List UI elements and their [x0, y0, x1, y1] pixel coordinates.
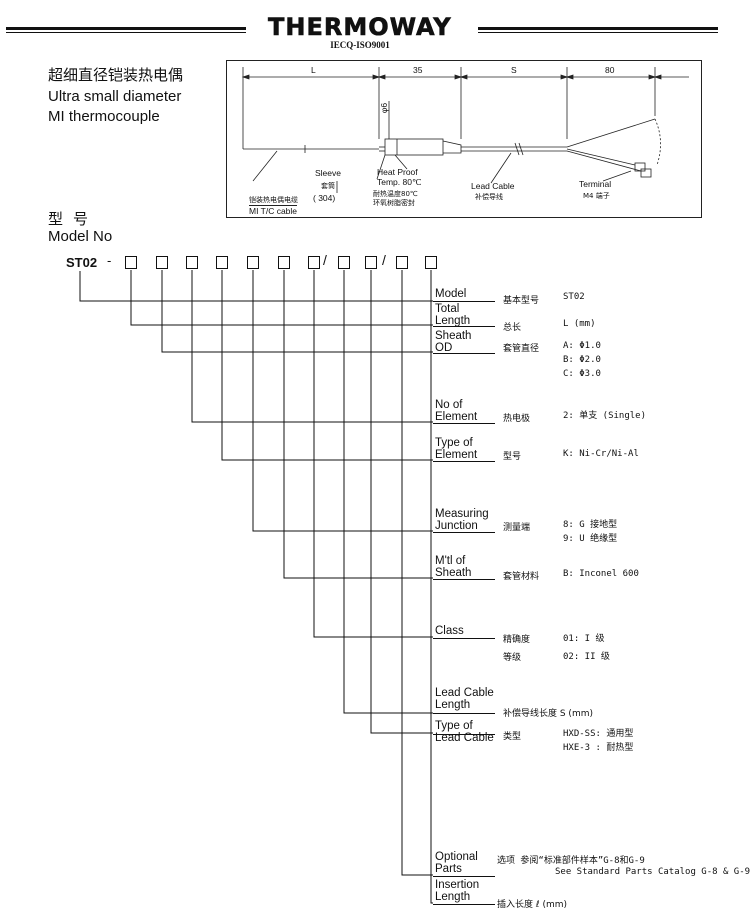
heat-proof-cn2: 环氧树脂密封: [373, 199, 415, 207]
sleeve-material: ( 304): [313, 193, 336, 203]
optional-parts-en: See Standard Parts Catalog G-8 & G-9: [555, 867, 750, 877]
field-total-length-underline: [433, 326, 495, 327]
lead-cable-label: Lead Cable: [471, 181, 515, 191]
field-mtl-of-sheath-value: B: Inconel 600: [563, 569, 639, 579]
field-optional-parts-underline: [433, 876, 495, 877]
brand-logo: THERMOWAY: [268, 13, 452, 41]
field-type-of-element-underline: [433, 461, 495, 462]
title-en-line2: MI thermocouple: [48, 108, 160, 125]
code-box-11: [425, 256, 437, 269]
mi-cable-label-cn: 铠装热电偶电缆: [249, 196, 298, 204]
code-box-1: [125, 256, 137, 269]
field-mtl-of-sheath-cn: 套管材料: [503, 572, 540, 582]
field-sheath-od-cn: 套管直径: [503, 344, 540, 354]
insertion-length-desc: 插入长度 ℓ (mm): [497, 900, 567, 910]
dim-diameter: φ6: [379, 102, 390, 114]
title-en-line1: Ultra small diameter: [48, 88, 182, 105]
field-lead-cable-length-underline: [433, 713, 495, 714]
lead-cable-label-cn: 补偿导线: [475, 193, 503, 201]
drawing-svg: [241, 67, 689, 193]
model-title-en: Model No: [48, 228, 113, 245]
heat-proof-cn1: 耐热温度80℃: [373, 190, 418, 198]
field-class-cn: 精确度: [503, 635, 531, 645]
field-measuring-junction-cn: 测量端: [503, 523, 531, 533]
model-dash: -: [107, 253, 112, 268]
mi-cable-label: MI T/C cable: [249, 205, 298, 216]
dim-35: 35: [413, 65, 423, 75]
code-box-4: [216, 256, 228, 269]
field-type-of-element-cn: 型号: [503, 452, 522, 462]
field-class-underline: [433, 638, 495, 639]
certification: IECQ-ISO9001: [330, 40, 390, 50]
heat-proof-line1: Heat Proof: [377, 167, 418, 177]
code-box-9: [365, 256, 377, 269]
field-mtl-of-sheath-underline: [433, 579, 495, 580]
optional-parts-cn: 选项 参阅“标准部件样本”G-8和G-9: [497, 856, 645, 866]
dim-S: S: [511, 65, 517, 75]
code-box-10: [396, 256, 408, 269]
terminal-label: Terminal: [579, 179, 612, 189]
thermocouple-drawing: L 35 S 80 φ6 Sleeve 套筒 ( 304) Heat Proof…: [226, 60, 702, 218]
field-no-of-element-underline: [433, 423, 495, 424]
field-class: Class: [435, 625, 464, 637]
title-cn: 超细直径铠装热电偶: [48, 66, 184, 84]
field-model-underline: [433, 301, 495, 302]
heat-proof-line2: Temp. 80℃: [377, 177, 422, 187]
field-class-cn-b: 等级: [503, 653, 522, 663]
model-title-cn: 型号: [48, 210, 99, 228]
field-lead-cable-length-cn: 补偿导线长度 S (mm): [503, 709, 593, 719]
field-measuring-junction-underline: [433, 532, 495, 533]
field-no-of-element-cn: 热电极: [503, 414, 531, 424]
field-model: Model: [435, 288, 467, 300]
field-insertion-length-underline: [433, 904, 495, 905]
sleeve-label: Sleeve: [315, 168, 341, 178]
field-type-of-element-value: K: Ni-Cr/Ni-Al: [563, 449, 639, 459]
dim-80: 80: [605, 65, 615, 75]
sleeve-label-cn: 套筒: [321, 182, 335, 190]
code-box-3: [186, 256, 198, 269]
field-total-length-value: L (mm): [563, 319, 596, 329]
field-model-value: ST02: [563, 292, 585, 302]
terminal-label-cn: M4 端子: [583, 192, 610, 200]
field-model-cn: 基本型号: [503, 296, 540, 306]
field-type-of-lead-cable-underline: [433, 734, 495, 735]
code-slash-1: /: [323, 252, 327, 268]
field-total-length-cn: 总长: [503, 323, 522, 333]
code-box-7: [308, 256, 320, 269]
model-code: ST02: [66, 255, 98, 270]
dim-L: L: [311, 65, 316, 75]
field-no-of-element-value: 2: 单支 (Single): [563, 411, 647, 421]
code-box-6: [278, 256, 290, 269]
header-rule-left: [6, 27, 246, 33]
code-slash-2: /: [382, 252, 386, 268]
header-rule-right: [478, 27, 718, 33]
code-box-5: [247, 256, 259, 269]
code-box-2: [156, 256, 168, 269]
field-type-of-lead-cable-cn: 类型: [503, 732, 522, 742]
code-box-8: [338, 256, 350, 269]
field-sheath-od-underline: [433, 353, 495, 354]
